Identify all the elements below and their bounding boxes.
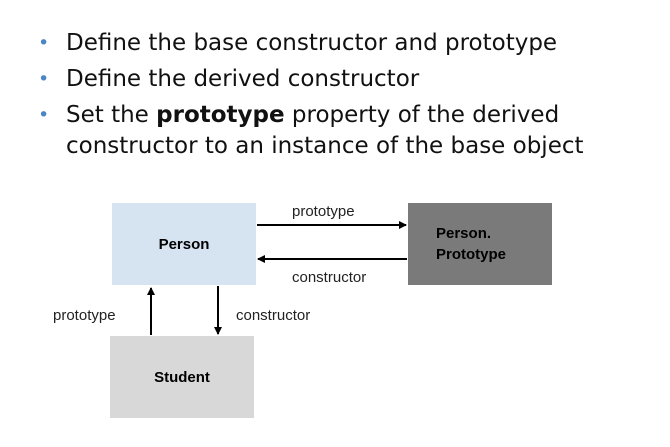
person-node: Person bbox=[112, 203, 256, 285]
edge-label-constructor-right: constructor bbox=[292, 269, 367, 286]
bullet-text: Define the base constructor and prototyp… bbox=[66, 30, 558, 56]
person-prototype-label-line2: Prototype bbox=[436, 246, 507, 263]
bullet-item: • Define the base constructor and prototy… bbox=[38, 28, 658, 59]
person-prototype-node: Person. Prototype bbox=[408, 203, 552, 285]
student-node: Student bbox=[110, 336, 254, 418]
bullet-icon: • bbox=[38, 32, 50, 54]
bullet-text-post: property of the derived constructor to a… bbox=[66, 102, 584, 159]
bullet-text: Define the derived constructor bbox=[66, 66, 420, 92]
person-prototype-label: Person. Prototype bbox=[436, 223, 506, 265]
person-prototype-label-line1: Person. bbox=[436, 225, 492, 242]
person-node-label: Person bbox=[158, 235, 210, 253]
edge-label-constructor-bottom: constructor bbox=[236, 307, 311, 324]
edge-label-prototype-top: prototype bbox=[292, 203, 355, 220]
student-node-label: Student bbox=[154, 368, 210, 386]
bullet-text-bold: prototype bbox=[156, 102, 285, 128]
bullet-item: • Define the derived constructor bbox=[38, 64, 658, 95]
bullet-item: • Set the prototype property of the deriv… bbox=[38, 100, 658, 162]
bullet-icon: • bbox=[38, 68, 50, 90]
edge-label-prototype-left: prototype bbox=[53, 307, 116, 324]
bullet-list: • Define the base constructor and prototy… bbox=[38, 28, 658, 167]
bullet-text-pre: Set the bbox=[66, 102, 157, 128]
bullet-icon: • bbox=[38, 104, 50, 126]
